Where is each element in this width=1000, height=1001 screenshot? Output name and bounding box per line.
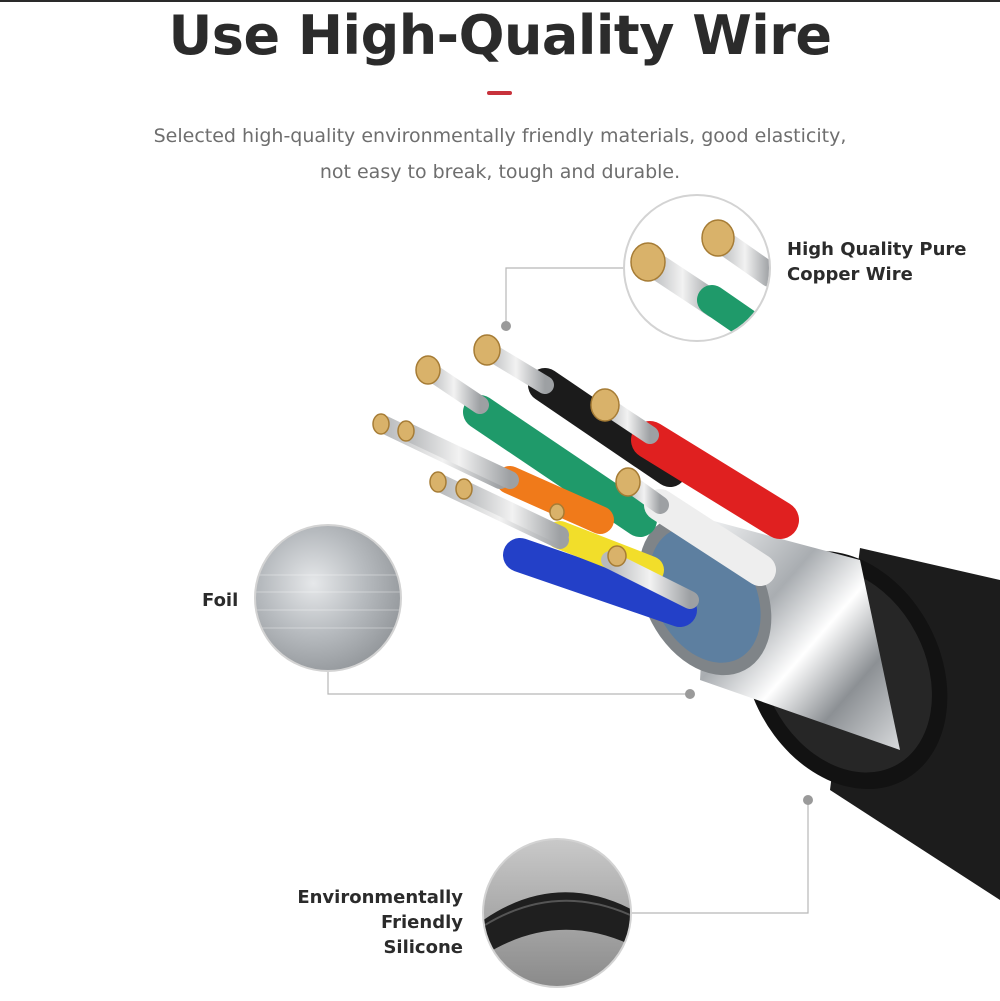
metal-shield — [638, 514, 900, 750]
copper-wire-label: High Quality Pure Copper Wire — [787, 239, 967, 285]
conductor-orange — [496, 466, 614, 534]
silicone-detail-circle — [482, 838, 632, 988]
foil-detail-circle — [254, 524, 402, 672]
copper-leader-line — [505, 267, 626, 326]
silicone-leader-dot — [803, 795, 813, 805]
silicone-leader-line — [628, 800, 809, 914]
page-title: Use High-Quality Wire — [168, 4, 832, 67]
conductor-white — [644, 489, 776, 586]
foil-leader-line — [327, 668, 690, 695]
conductor-green — [463, 395, 657, 537]
conductor-blue — [503, 538, 697, 627]
conductor-red — [631, 421, 799, 539]
copper-leader-dot — [501, 321, 511, 331]
subtitle-line-2: not easy to break, tough and durable. — [319, 161, 681, 183]
silicone-label: Environmentally Friendly Silicone — [297, 887, 463, 958]
strand-ends — [372, 334, 641, 567]
top-divider — [0, 0, 1000, 2]
foil-leader-dot — [685, 689, 695, 699]
copper-detail-circle — [623, 194, 771, 342]
foil-label: Foil — [202, 590, 239, 611]
title-accent-bar — [487, 91, 512, 95]
subtitle-line-1: Selected high-quality environmentally fr… — [153, 125, 847, 147]
